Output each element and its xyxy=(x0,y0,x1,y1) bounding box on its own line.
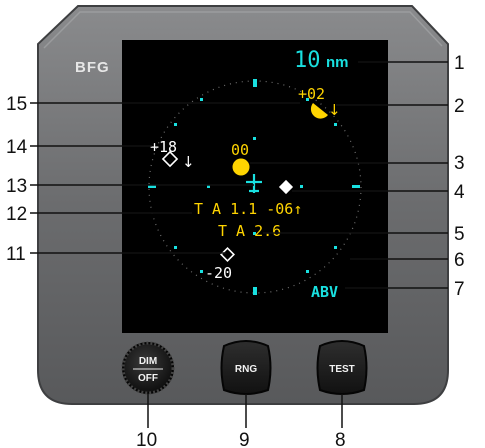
range-value: 10 xyxy=(294,48,321,73)
trend-arrow-top-right: ↓ xyxy=(328,101,341,119)
callout-numbers: 1 2 3 4 5 6 7 8 9 10 11 12 13 14 15 xyxy=(6,53,465,448)
trend-arrow-left: ↓ xyxy=(182,153,195,171)
dim-label: DIM xyxy=(139,356,157,367)
ta-line-1: T A 1.1 -06↑ xyxy=(194,200,302,218)
callout-8: 8 xyxy=(335,430,346,448)
target-altitude-center: 00 xyxy=(231,141,249,159)
range-unit: nm xyxy=(326,54,349,71)
target-altitude-left: +18 xyxy=(150,138,177,156)
other-traffic-diamond-bottom xyxy=(220,247,235,262)
proximate-traffic-diamond xyxy=(278,179,294,195)
ta-line-2: T A 2.6 xyxy=(218,222,281,240)
callout-12: 12 xyxy=(6,204,27,225)
target-altitude-top-right: +02 xyxy=(298,85,325,103)
callout-7: 7 xyxy=(454,279,465,300)
callout-14: 14 xyxy=(6,137,28,158)
range-button[interactable]: RNG xyxy=(220,340,272,395)
test-button[interactable]: TEST xyxy=(316,340,368,395)
callout-5: 5 xyxy=(454,224,465,245)
off-label: OFF xyxy=(138,373,158,384)
callout-4: 4 xyxy=(454,182,465,203)
range-ring-markers xyxy=(148,79,360,295)
range-ring xyxy=(148,80,362,294)
callout-15: 15 xyxy=(6,94,27,115)
callout-9: 9 xyxy=(239,430,250,448)
own-aircraft-symbol xyxy=(246,174,262,193)
callout-10: 10 xyxy=(136,430,157,448)
callout-lines xyxy=(30,61,448,428)
callout-3: 3 xyxy=(454,153,465,174)
traffic-advisory-circle xyxy=(232,158,250,176)
dim-off-knob[interactable]: DIM OFF xyxy=(121,341,175,395)
test-button-label: TEST xyxy=(329,364,355,375)
callout-2: 2 xyxy=(454,96,465,117)
above-mode-label: ABV xyxy=(311,283,338,301)
callout-11: 11 xyxy=(6,244,26,265)
target-altitude-bottom-left: -20 xyxy=(205,264,232,282)
callout-1: 1 xyxy=(454,53,465,74)
brand-logo: BFG xyxy=(75,59,110,76)
callout-13: 13 xyxy=(6,176,27,197)
callout-6: 6 xyxy=(454,250,465,271)
other-traffic-diamond-left xyxy=(161,150,179,168)
range-button-label: RNG xyxy=(235,364,257,375)
resolution-advisory-half-symbol xyxy=(310,103,328,119)
